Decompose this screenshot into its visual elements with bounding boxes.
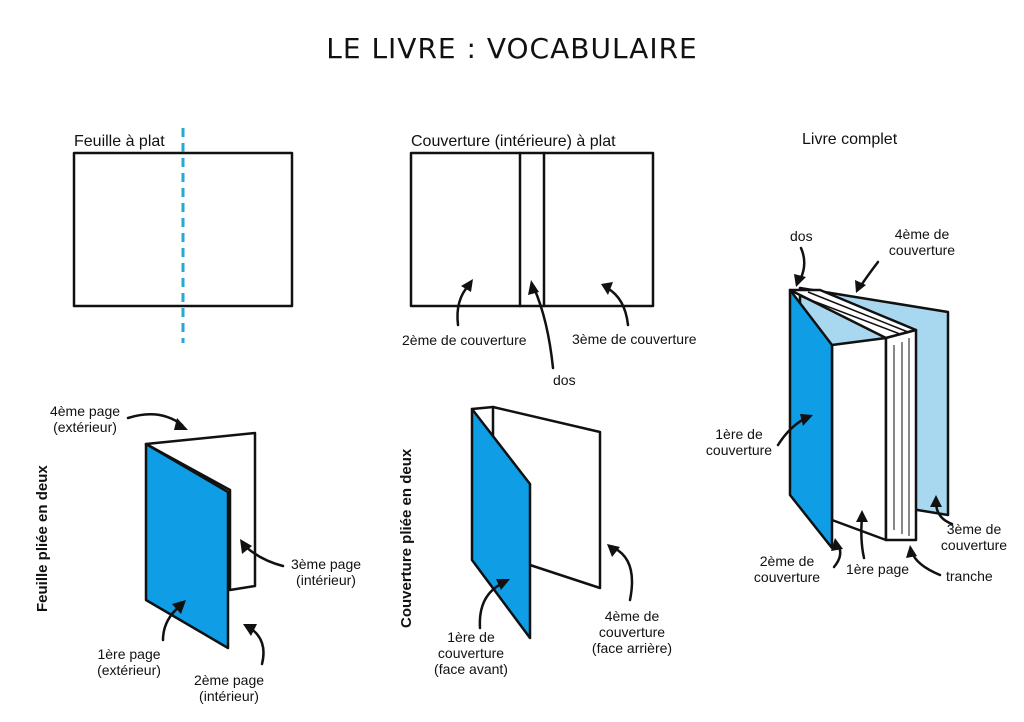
label-folded-first-line2: couverture — [437, 645, 505, 661]
book-label-second-cover: 2ème de couverture — [742, 553, 832, 585]
book-top-page-line — [799, 295, 901, 335]
arrow-head-folded-fourth — [607, 544, 620, 557]
label-folded-fourth-line3: (face arrière) — [591, 640, 673, 656]
flat-sheet-illustration — [72, 128, 294, 343]
book-label-second-line2: couverture — [753, 569, 821, 585]
label-page4-line1: 4ème page — [49, 403, 121, 419]
label-folded-fourth-cover: 4ème de couverture (face arrière) — [584, 608, 680, 656]
label-page2-line2: (intérieur) — [199, 688, 259, 704]
arrow-head-dos — [528, 280, 539, 295]
label-page2-line1: 2ème page — [193, 672, 265, 688]
flat-cover-rect — [409, 151, 655, 308]
label-page4-line2: (extérieur) — [53, 419, 117, 435]
arrow-head-page4 — [174, 418, 188, 430]
label-dos: dos — [553, 372, 576, 388]
label-page3-line2: (intérieur) — [296, 572, 356, 588]
arrow-head-book-second — [831, 538, 843, 551]
label-folded-first-line1: 1ère de — [447, 629, 495, 645]
label-page2: 2ème page (intérieur) — [186, 672, 272, 704]
arrow-dos — [532, 286, 555, 370]
label-folded-fourth-line2: couverture — [598, 624, 666, 640]
label-2eme-couverture: 2ème de couverture — [402, 332, 527, 348]
label-folded-fourth-line1: 4ème de — [604, 608, 660, 624]
book-label-first-line2: couverture — [705, 442, 773, 458]
heading-folded-sheet: Feuille pliée en deux — [34, 465, 51, 612]
book-label-third-cover: 3ème de couverture — [932, 521, 1016, 553]
label-page4: 4ème page (extérieur) — [42, 403, 128, 435]
arrow-head-book-dos — [794, 274, 806, 287]
book-label-third-line1: 3ème de — [946, 521, 1002, 537]
arrow-page4 — [126, 413, 184, 427]
heading-folded-cover: Couverture pliée en deux — [398, 448, 415, 628]
arrow-head-book-third — [930, 495, 942, 507]
arrow-head-3eme — [601, 282, 613, 295]
book-label-first-page: 1ère page — [846, 561, 910, 577]
book-label-dos: dos — [790, 228, 813, 244]
book-label-fourth-line1: 4ème de — [894, 226, 950, 242]
heading-complete-book: Livre complet — [802, 131, 898, 148]
book-top-page-line — [807, 291, 909, 333]
page-title: LE LIVRE : VOCABULAIRE — [326, 32, 698, 65]
label-page3: 3ème page (intérieur) — [283, 556, 369, 588]
book-label-first-cover: 1ère de couverture — [694, 426, 784, 458]
arrow-head-page1 — [172, 600, 186, 614]
book-label-fourth-cover: 4ème de couverture — [872, 226, 972, 258]
book-label-tranche: tranche — [946, 568, 993, 584]
arrow-head-page2 — [243, 624, 257, 636]
arrow-head-folded-first — [496, 579, 510, 590]
book-label-fourth-line2: couverture — [888, 242, 956, 258]
book-label-first-line1: 1ère de — [715, 426, 763, 442]
book-edge-tranche — [884, 328, 918, 542]
folded-cover-illustration — [470, 405, 634, 640]
arrow-folded-fourth — [612, 546, 634, 602]
arrow-head-book-first-page — [856, 510, 868, 522]
folded-cover-front — [470, 407, 532, 640]
folded-sheet-illustration — [126, 413, 285, 666]
book-label-third-line2: couverture — [940, 537, 1008, 553]
arrow-book-fourth — [858, 260, 880, 289]
complete-book-illustration — [776, 246, 954, 577]
arrow-head-book-fourth — [855, 280, 866, 293]
folded-sheet-back — [144, 431, 257, 592]
label-folded-first-line3: (face avant) — [434, 661, 508, 677]
folded-sheet-front — [144, 442, 230, 650]
book-pages-block — [830, 336, 888, 542]
label-page1-line2: (extérieur) — [97, 662, 161, 678]
flat-cover-illustration — [409, 151, 655, 370]
label-page1: 1ère page (extérieur) — [86, 646, 172, 678]
arrow-head-book-tranche — [906, 545, 917, 558]
arrow-book-dos — [798, 246, 806, 282]
arrow-head-book-first — [800, 414, 813, 426]
label-folded-first-cover: 1ère de couverture (face avant) — [426, 629, 516, 677]
heading-flat-cover: Couverture (intérieure) à plat — [411, 133, 616, 150]
label-page1-line1: 1ère page — [97, 646, 161, 662]
arrow-head-2eme — [461, 279, 473, 292]
label-page3-line1: 3ème page — [290, 556, 362, 572]
label-3eme-couverture: 3ème de couverture — [572, 331, 697, 347]
arrow-head-page3 — [240, 539, 252, 554]
book-label-second-line1: 2ème de — [759, 553, 815, 569]
heading-flat-sheet: Feuille à plat — [74, 133, 165, 150]
